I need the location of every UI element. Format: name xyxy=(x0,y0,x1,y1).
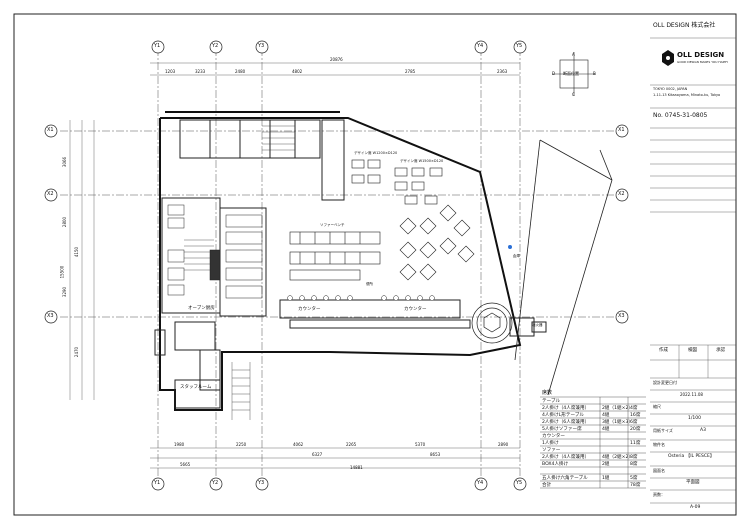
address-line-1: TOKYO 0002, JAPAN xyxy=(653,87,688,91)
legend-row: ソファー xyxy=(542,448,561,453)
project-label: 物件名 xyxy=(653,442,665,447)
dim-top-4: 4802 xyxy=(292,69,303,74)
grid-label-y3-top: Y3 xyxy=(258,43,265,49)
project-name: Osteria 【IL PESCE】 xyxy=(668,454,715,459)
dim-top-3: 2480 xyxy=(235,69,246,74)
grid-label-y4-top: Y4 xyxy=(477,43,484,49)
dim-bottom-sub-1: 5665 xyxy=(180,462,191,467)
revision-date: 2022.11.08 xyxy=(680,392,703,397)
grid-label-x3-left: X3 xyxy=(47,313,54,319)
scale-label: 縮尺 xyxy=(653,404,661,409)
dim-top-5: 2785 xyxy=(405,69,416,74)
legend-row: テーブル xyxy=(542,399,561,404)
company-name: OLL DESIGN 株式会社 xyxy=(653,22,716,29)
grid-label-x1-right: X1 xyxy=(618,127,625,133)
dim-bottom-sub-2: 6327 xyxy=(312,452,323,457)
dim-left-total: 15500 xyxy=(59,265,65,279)
grid-label-y2-bottom: Y2 xyxy=(212,480,219,486)
dim-left-3: 3290 xyxy=(62,286,68,298)
dim-left-1: 3066 xyxy=(62,156,68,168)
grid-label-x2-left: X2 xyxy=(47,191,54,197)
header-col-check: 検図 xyxy=(688,348,697,353)
grid-label-x2-right: X2 xyxy=(618,191,625,197)
logo-tagline: GOOD DESIGN MAKES YOU HAPPY xyxy=(677,60,729,64)
grid-label-x3-right: X3 xyxy=(618,313,625,319)
header-col-create: 作成 xyxy=(659,348,668,353)
grid-label-y2-top: Y2 xyxy=(212,43,219,49)
room-counter-1: カウンター xyxy=(298,307,321,312)
room-oven-kitchen: オーブン厨房 xyxy=(188,306,215,311)
dim-top-6: 2363 xyxy=(497,69,508,74)
legend-row: カウンター xyxy=(542,434,565,439)
legend-row: 2人掛け（6人席兼用）3組（1組×3）6席 xyxy=(542,420,638,425)
page-label: 頁数： xyxy=(653,492,665,497)
header-col-approve: 承認 xyxy=(716,348,725,353)
grid-label-y5-bottom: Y5 xyxy=(516,480,523,486)
legend-title: 席数 xyxy=(542,390,553,396)
page-number: A-09 xyxy=(690,505,701,510)
address-line-2: 1-11-13 Kitaaoyama, Minato-ku, Tokyo xyxy=(653,93,721,97)
compass-e: B xyxy=(593,71,596,76)
logo-text: OLL DESIGN xyxy=(677,51,725,59)
dim-left-2: 2800 xyxy=(62,216,68,228)
grid-label-y3-bottom: Y3 xyxy=(258,480,265,486)
compass-w: D xyxy=(552,71,556,76)
dim-top-2: 3233 xyxy=(195,69,206,74)
dim-total-top: 20876 xyxy=(330,57,343,62)
design-seat-1: デザイン席 W1200×D120 xyxy=(354,151,398,155)
grid-label-y5-top: Y5 xyxy=(516,43,523,49)
paper-size: A3 xyxy=(700,428,706,433)
grid-label-y4-bottom: Y4 xyxy=(477,480,484,486)
dim-bottom-4: 2265 xyxy=(346,442,357,447)
legend-row: 2人掛け（4人席兼用）4組（2組×2）8席 xyxy=(542,455,638,460)
dim-bottom-5: 5370 xyxy=(415,442,426,447)
dim-bottom-sub-3: 8653 xyxy=(430,452,441,457)
scale-value: 1/100 xyxy=(688,416,701,421)
legend-row xyxy=(540,467,646,474)
compass-n: A xyxy=(572,52,575,57)
drawing-name: 平面図 xyxy=(686,480,700,485)
compass-s: C xyxy=(572,92,575,97)
sofa-bench: ソファーベンチ xyxy=(320,223,345,227)
room-toilet: 便所 xyxy=(366,282,373,286)
dim-bottom-3: 4062 xyxy=(293,442,304,447)
design-seat-2: デザイン席 W1500×D120 xyxy=(400,159,444,163)
revision-label: 設計変更日付 xyxy=(653,380,677,385)
dim-top-1: 1203 xyxy=(165,69,176,74)
drawing-number: No. 0745-31-0805 xyxy=(653,112,708,119)
grid-label-y1-bottom: Y1 xyxy=(154,480,161,486)
fire-extinguisher-label: 消火器 xyxy=(532,323,543,327)
room-staff: スタッフルーム xyxy=(180,385,212,390)
dim-bottom-1: 1980 xyxy=(174,442,185,447)
room-counter-2: カウンター xyxy=(404,307,427,312)
dim-left-5: 2470 xyxy=(74,346,80,358)
oll-design-logo-icon xyxy=(662,50,674,66)
drawing-label: 図面名 xyxy=(653,468,665,473)
grid-label-y1-top: Y1 xyxy=(154,43,161,49)
legend-row: 2人掛け（4人席兼用）2組（1組×2）4席 xyxy=(542,406,638,411)
dim-bottom-total: 14881 xyxy=(350,465,363,470)
compass-label: 断面位置 xyxy=(563,71,579,76)
dim-bottom-6: 2890 xyxy=(498,442,509,447)
grid-label-x1-left: X1 xyxy=(47,127,54,133)
room-storage: 倉庫 xyxy=(513,254,520,258)
paper-size-label: 用紙サイズ xyxy=(653,428,673,433)
dim-left-4: 4150 xyxy=(74,246,80,258)
dim-bottom-2: 2250 xyxy=(236,442,247,447)
